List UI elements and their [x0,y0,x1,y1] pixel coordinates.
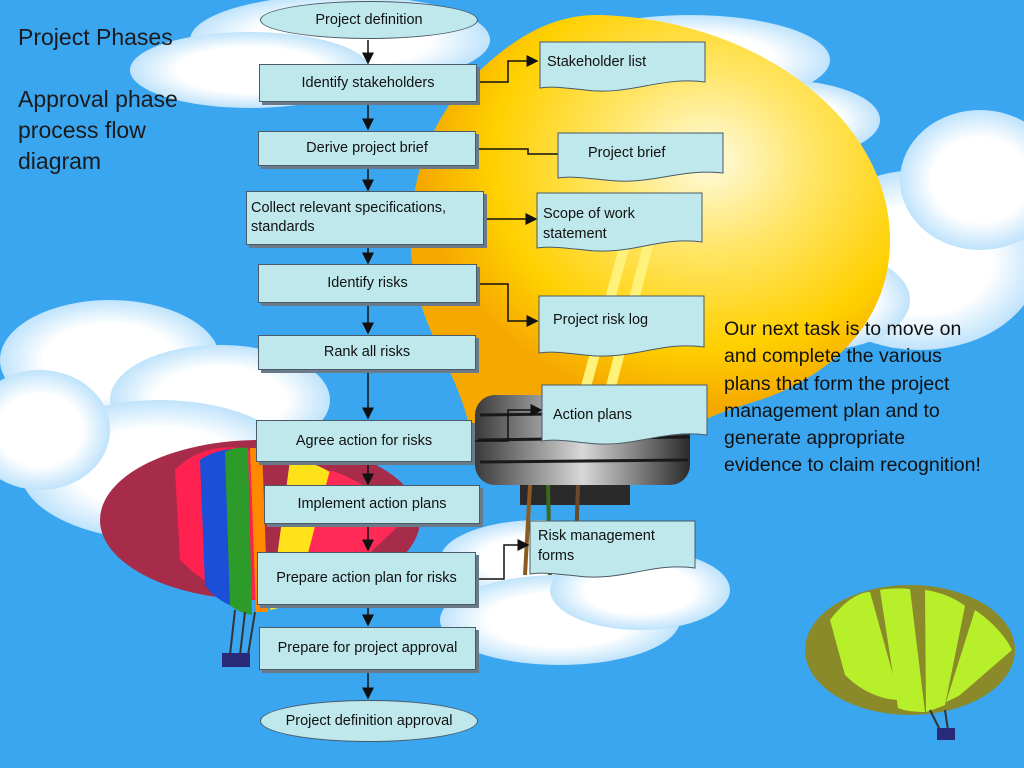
output-stakeholder-list: Stakeholder list [547,54,647,70]
page-title: Project Phases [18,24,173,50]
flow-end-project-definition-approval: Project definition approval [260,700,478,742]
output-project-risk-log: Project risk log [553,312,649,328]
flow-start-project-definition: Project definition [260,1,478,39]
flow-step-derive-project-brief: Derive project brief [258,131,476,166]
subtitle-line-2: process flow [18,117,146,143]
output-project-brief: Project brief [588,145,666,161]
flow-step-collect-specifications: Collect relevant specifications, standar… [246,191,484,245]
flow-step-identify-risks: Identify risks [258,264,477,303]
flow-step-implement-action-plans: Implement action plans [264,485,480,524]
output-action-plans: Action plans [553,407,632,423]
doc-shape-action-plans [541,384,708,445]
subtitle-line-3: diagram [18,148,102,174]
flow-step-rank-all-risks: Rank all risks [258,335,476,370]
right-balloon [805,585,1015,740]
doc-shape-project-brief [557,132,724,182]
doc-shape-stakeholder-list [539,41,706,92]
flow-step-agree-action: Agree action for risks [256,420,472,462]
flow-step-identify-stakeholders: Identify stakeholders [259,64,477,102]
flow-step-prepare-project-approval: Prepare for project approval [259,627,476,670]
doc-shape-risk-management-forms [529,520,696,578]
output-risk-management-forms: Risk management forms [538,528,655,564]
doc-shape-scope-of-work [536,192,703,252]
description-text: Our next task is to move on and complete… [724,318,981,477]
output-scope-of-work: Scope of work statement [543,206,635,242]
flow-step-prepare-action-plan: Prepare action plan for risks [257,552,476,605]
subtitle-line-1: Approval phase [18,86,178,112]
doc-shape-project-risk-log [538,295,705,357]
